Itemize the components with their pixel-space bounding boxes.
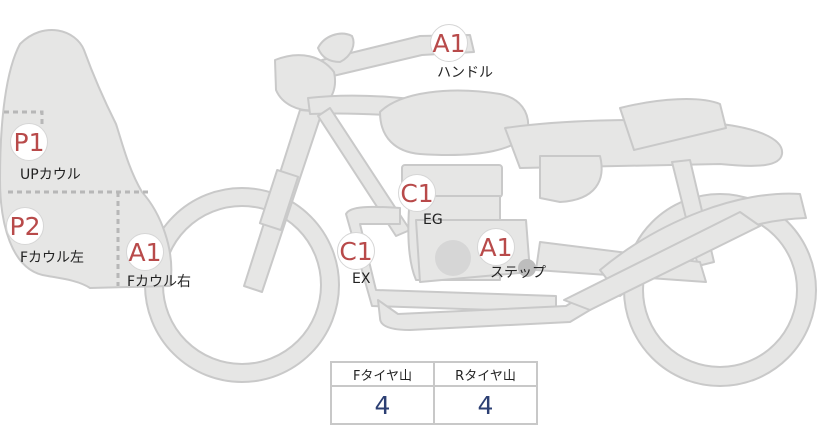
rear-tire-header: Rタイヤ山 [433,361,538,387]
marker-engine-label: EG [423,212,443,228]
tire-tread-table: Fタイヤ山 Rタイヤ山 4 4 [330,361,538,425]
marker-exhaust-label: EX [352,271,371,287]
marker-fcowl-left-label: Fカウル左 [20,250,85,266]
marker-handle-label: ハンドル [437,65,493,81]
handlebar-grip [317,32,355,63]
upcowl-line [4,110,44,124]
marker-step-grade[interactable]: A1 [477,228,515,266]
front-tire-value: 4 [330,385,435,425]
marker-upcowl-grade[interactable]: P1 [10,123,48,161]
marker-engine-grade[interactable]: C1 [398,174,436,212]
step-peg [518,259,536,277]
engine-cover [435,240,471,276]
muffler [563,211,761,311]
marker-exhaust-grade[interactable]: C1 [337,232,375,270]
rear-tire-value: 4 [433,385,538,425]
marker-step-label: ステップ [490,265,546,281]
frame-down [317,107,411,237]
exhaust-upper [345,205,557,313]
marker-fcowl-left-grade[interactable]: P2 [6,207,44,245]
tail [619,98,727,151]
side-cover [539,155,603,203]
fuel-tank [379,89,530,156]
marker-upcowl-label: UPカウル [20,167,81,183]
front-tire-header: Fタイヤ山 [330,361,435,387]
marker-fcowl-right-label: Fカウル右 [127,274,192,290]
marker-handle-grade[interactable]: A1 [430,24,468,62]
fork-guard [258,168,300,232]
marker-fcowl-right-grade[interactable]: A1 [126,233,164,271]
